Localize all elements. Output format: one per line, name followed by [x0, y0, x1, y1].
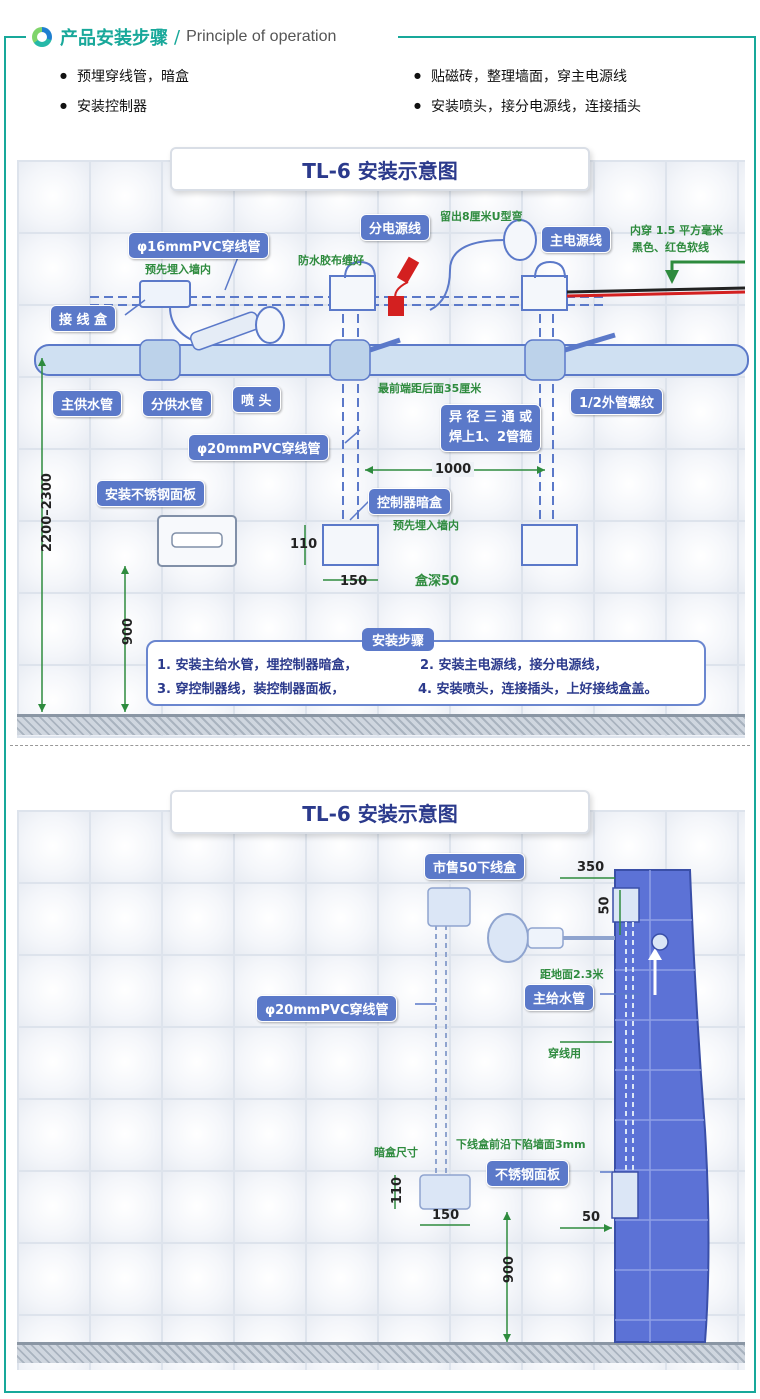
label-panel: 安装不锈钢面板 — [96, 480, 206, 507]
dim-box-depth: 盒深50 — [415, 574, 460, 589]
step-item: 1. 安装主给水管，埋控制器暗盒， — [157, 658, 358, 673]
label-ctrl-box: 控制器暗盒 — [368, 488, 452, 515]
bullet-item: 贴磁砖，整理墙面，穿主电源线 — [414, 66, 627, 86]
junction-box-shape — [139, 280, 191, 308]
note-box-size: 暗盒尺寸 — [374, 1146, 418, 1159]
dark-box-shape — [419, 1174, 471, 1210]
note-pre-embed: 预先埋入墙内 — [145, 263, 211, 276]
dim-50-top: 50 — [597, 896, 613, 915]
label-tee: 异 径 三 通 或 焊上1、2管箍 — [440, 404, 542, 452]
header-rule-left — [4, 36, 28, 38]
floor-hatch — [17, 714, 745, 735]
dim-900: 900 — [121, 617, 137, 646]
dim-350: 350 — [577, 860, 605, 875]
dim-150-2: 150 — [432, 1208, 460, 1223]
steps-title: 安装步骤 — [362, 628, 435, 651]
step-item: 4. 安装喷头，连接插头，上好接线盒盖。 — [418, 682, 658, 697]
nozzle-2-head — [487, 913, 529, 963]
label-outlet-box: 市售50下线盒 — [424, 853, 526, 880]
note-pre-embed-2: 预先埋入墙内 — [393, 519, 459, 532]
label-tee-line2: 焊上1、2管箍 — [449, 430, 533, 445]
label-panel-2: 不锈钢面板 — [486, 1160, 570, 1187]
note-front-distance: 最前端距后面35厘米 — [378, 382, 482, 395]
dim-2200: 2200–2300 — [39, 473, 55, 552]
label-branch-power: 分电源线 — [360, 214, 431, 241]
controller-box-1 — [322, 524, 379, 566]
note-wiring: 穿线用 — [548, 1047, 581, 1060]
note-wire-spec-1: 内穿 1.5 平方毫米 — [630, 224, 724, 237]
dim-50-bottom: 50 — [582, 1210, 601, 1225]
step-item: 2. 安装主电源线，接分电源线， — [420, 658, 608, 673]
dim-150: 150 — [340, 574, 368, 589]
diagram-1-title: TL-6 安装示意图 — [170, 147, 590, 191]
note-waterproof: 防水胶布缠好 — [298, 254, 364, 267]
diagram-2-title: TL-6 安装示意图 — [170, 790, 590, 834]
wall-section — [614, 869, 710, 1343]
section-divider — [10, 745, 750, 746]
page-frame — [4, 37, 756, 1393]
note-u-bend: 留出8厘米U型弯 — [440, 210, 523, 223]
label-thread: 1/2外管螺纹 — [570, 388, 663, 415]
section-header: 产品安装步骤 / Principle of operation — [26, 24, 343, 50]
dim-110: 110 — [290, 537, 318, 552]
bullet-item: 安装控制器 — [60, 96, 147, 116]
label-conduit20-2: φ20mmPVC穿线管 — [256, 995, 398, 1022]
controller-box-2 — [521, 524, 578, 566]
label-nozzle: 喷 头 — [232, 386, 281, 413]
label-main-power: 主电源线 — [541, 226, 612, 253]
label-conduit20: φ20mmPVC穿线管 — [188, 434, 330, 461]
dim-1000: 1000 — [432, 462, 475, 477]
label-tee-line1: 异 径 三 通 或 — [449, 410, 533, 425]
header-separator: / — [174, 26, 181, 48]
label-conduit16: φ16mmPVC穿线管 — [128, 232, 270, 259]
label-junction-box: 接 线 盒 — [50, 305, 117, 332]
note-wire-spec-2: 黑色、红色软线 — [632, 241, 709, 254]
header-title-cn: 产品安装步骤 — [60, 28, 168, 49]
note-recess: 下线盒前沿下陷墙面3mm — [456, 1138, 586, 1151]
dim-900-2: 900 — [502, 1255, 518, 1284]
brand-logo-icon — [32, 27, 52, 47]
dim-110-2: 110 — [390, 1176, 406, 1205]
nozzle-head — [255, 306, 285, 344]
bullet-item: 安装喷头，接分电源线，连接插头 — [414, 96, 641, 116]
step-item: 3. 穿控制器线，装控制器面板， — [157, 682, 345, 697]
bullet-item: 预埋穿线管，暗盒 — [60, 66, 189, 86]
label-main-pipe-2: 主给水管 — [524, 984, 595, 1011]
label-branch-pipe: 分供水管 — [142, 390, 213, 417]
header-title-en: Principle of operation — [186, 28, 337, 45]
label-main-pipe: 主供水管 — [52, 390, 123, 417]
header-rule-right — [398, 36, 756, 38]
note-height: 距地面2.3米 — [540, 968, 604, 981]
outlet-box-shape — [427, 887, 471, 927]
